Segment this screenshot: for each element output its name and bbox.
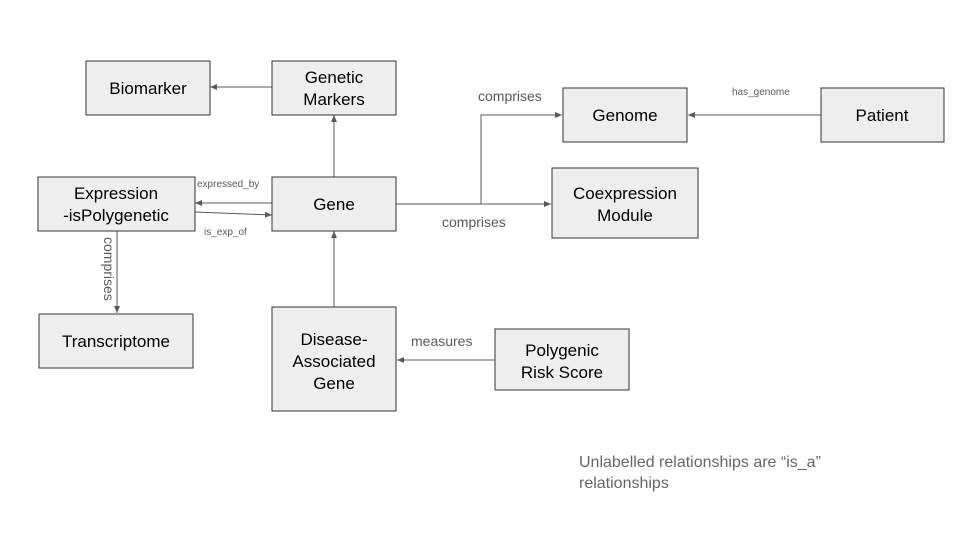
node-polygenic-label-2: Risk Score	[521, 363, 603, 382]
node-disease-gene-label-3: Gene	[313, 374, 355, 393]
label-transcriptome-comprises: comprises	[101, 237, 117, 301]
node-coexpression-label-1: Coexpression	[573, 184, 677, 203]
node-gene[interactable]: Gene	[271, 176, 397, 232]
node-coexpression-label-2: Module	[597, 206, 653, 225]
node-biomarker-label: Biomarker	[109, 79, 187, 98]
node-disease-gene-label-2: Associated	[292, 352, 375, 371]
node-genome-label: Genome	[592, 106, 657, 125]
edge-expression-is-exp-of	[194, 211, 273, 218]
node-genetic-markers[interactable]: Genetic Markers	[271, 60, 397, 116]
node-polygenic-risk-score[interactable]: Polygenic Risk Score	[494, 328, 630, 391]
node-disease-gene-label-1: Disease-	[300, 330, 367, 349]
label-coexpression-comprises: comprises	[442, 214, 506, 230]
node-transcriptome[interactable]: Transcriptome	[38, 313, 194, 369]
node-polygenic-label-1: Polygenic	[525, 341, 599, 360]
node-coexpression-module[interactable]: Coexpression Module	[551, 167, 699, 239]
node-patient-label: Patient	[856, 106, 909, 125]
edge-gene-comprises-genome	[480, 112, 562, 204]
label-has-genome: has_genome	[732, 87, 790, 98]
node-expression-label-2: -isPolygenetic	[63, 206, 169, 225]
node-genome[interactable]: Genome	[562, 87, 688, 143]
node-patient[interactable]: Patient	[820, 87, 945, 143]
label-expressed-by: expressed_by	[197, 179, 259, 190]
label-genome-comprises: comprises	[478, 88, 542, 104]
node-genetic-markers-label-1: Genetic	[305, 68, 364, 87]
node-genetic-markers-label-2: Markers	[303, 90, 364, 109]
node-expression-label-1: Expression	[74, 184, 158, 203]
node-transcriptome-label: Transcriptome	[62, 332, 170, 351]
label-measures: measures	[411, 333, 472, 349]
node-disease-associated-gene[interactable]: Disease- Associated Gene	[271, 306, 397, 412]
node-biomarker[interactable]: Biomarker	[85, 60, 211, 116]
label-is-exp-of: is_exp_of	[204, 227, 247, 238]
node-gene-label: Gene	[313, 195, 355, 214]
legend-note: Unlabelled relationships are “is_a” rela…	[579, 454, 821, 492]
node-expression[interactable]: Expression -isPolygenetic	[37, 176, 196, 232]
